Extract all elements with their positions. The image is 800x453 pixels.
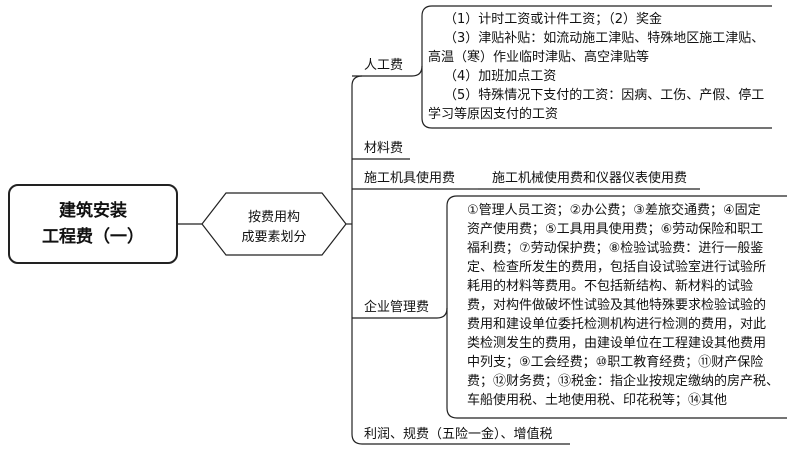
root-title-line2: 工程费（一） bbox=[42, 227, 144, 247]
management-detail-line: ①管理人员工资；②办公费；③差旅交通费；④固定 bbox=[467, 203, 761, 218]
management-detail-line: 福利费；⑦劳动保护费；⑧检验试验费：进行一般鉴 bbox=[467, 241, 764, 256]
machinery-detail: 施工机械使用费和仪器仪表使用费 bbox=[492, 171, 688, 186]
branch-labor-label: 人工费 bbox=[364, 58, 404, 73]
labor-detail-line: 学习等原因支付的工资 bbox=[428, 107, 559, 122]
management-detail-line: 车船使用税、土地使用税、印花税等；⑭其他 bbox=[467, 393, 728, 408]
classifier-line2: 成要素划分 bbox=[241, 230, 307, 245]
branch-machinery-label: 施工机具使用费 bbox=[364, 171, 456, 186]
management-detail-line: 中列支；⑨工会经费；⑩职工教育经费；⑪财产保险 bbox=[467, 355, 764, 370]
root-title-line1: 建筑安装 bbox=[59, 201, 127, 221]
management-detail-line: 耗用的材料等费用。不包括新结构、新材料的试验 bbox=[467, 279, 754, 294]
branch-profit-label: 利润、规费（五险一金）、增值税 bbox=[364, 427, 553, 442]
classifier-line1: 按费用构 bbox=[247, 210, 300, 225]
labor-detail-line: （5）特殊情况下支付的工资：因病、工伤、产假、停工 bbox=[444, 88, 765, 103]
management-detail-line: 费，对构件做破坏性试验及其他特殊要求检验试验的 bbox=[467, 298, 767, 313]
labor-detail-line: （1）计时工资或计件工资；（2）奖金 bbox=[444, 12, 663, 27]
labor-detail-line: （4）加班加点工资 bbox=[444, 69, 557, 84]
branch-management-label: 企业管理费 bbox=[364, 300, 430, 315]
management-detail-line: 费用和建设单位委托检测机构进行检测的费用，对此 bbox=[467, 317, 767, 332]
management-detail-line: 费；⑫财务费；⑬税金：指企业按规定缴纳的房产税、 bbox=[467, 374, 780, 389]
branch-material-label: 材料费 bbox=[364, 141, 404, 156]
labor-detail-line: 高温（寒）作业临时津贴、高空津贴等 bbox=[428, 50, 650, 65]
classifier-node: 按费用构 成要素划分 bbox=[210, 208, 338, 248]
labor-detail-line: （3）津贴补贴：如流动施工津贴、特殊地区施工津贴、 bbox=[444, 31, 765, 46]
root-node: 建筑安装 工程费（一） bbox=[8, 184, 178, 264]
management-detail-line: 资产使用费；⑤工具用具使用费；⑥劳动保险和职工 bbox=[467, 222, 764, 237]
labor-details: （1）计时工资或计件工资；（2）奖金 （3）津贴补贴：如流动施工津贴、特殊地区施… bbox=[428, 10, 764, 124]
management-details: ①管理人员工资；②办公费；③差旅交通费；④固定 资产使用费；⑤工具用具使用费；⑥… bbox=[467, 201, 779, 410]
management-detail-line: 类检测发生的费用，由建设单位在工程建设其他费用 bbox=[467, 336, 767, 351]
management-detail-line: 定、检查所发生的费用，包括自设试验室进行试验所 bbox=[467, 260, 767, 275]
